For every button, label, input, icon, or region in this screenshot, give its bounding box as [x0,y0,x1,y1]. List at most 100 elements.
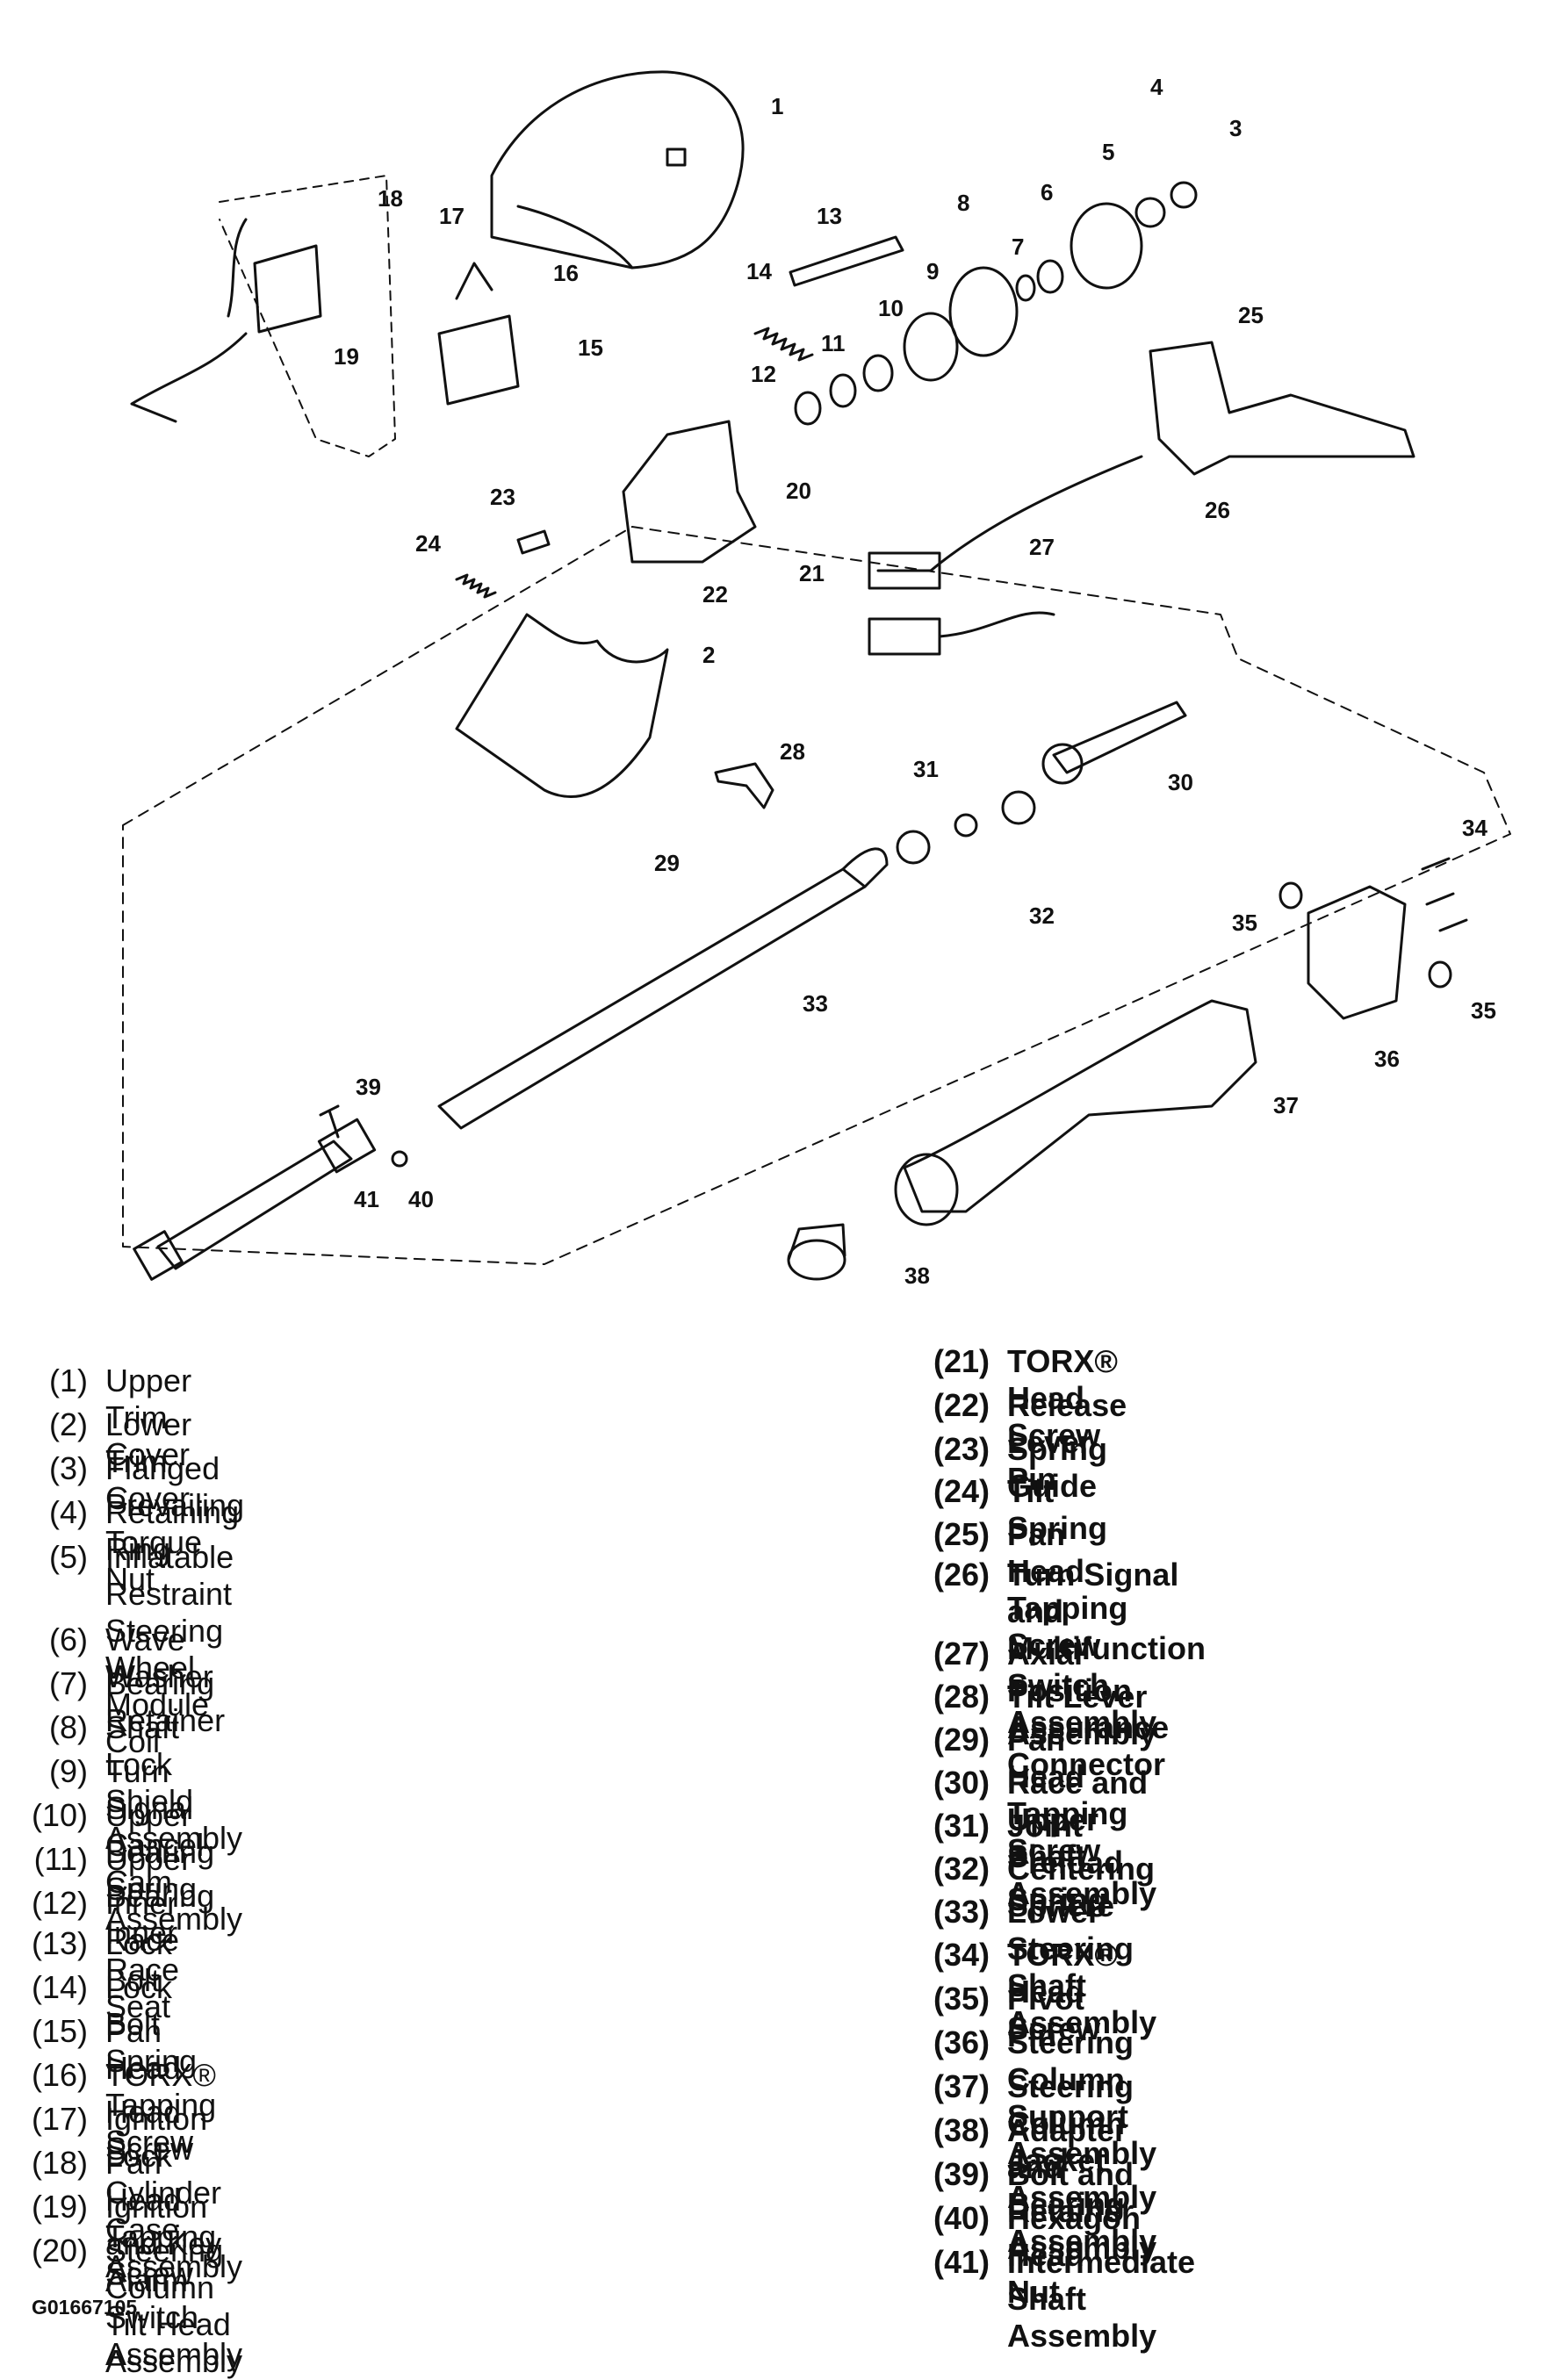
legend-item: (2)Lower Trim Cover [49,1406,192,1516]
legend-item: (36)Steering Column Support Assembly [933,2024,1157,2171]
part-hex-nut [391,1150,408,1168]
legend-item: (27)Axial Position Assurance Connector [933,1636,1170,1782]
callout-label: 33 [803,990,828,1017]
callout-label: 24 [415,530,441,557]
legend-item: (34)TORX® Head Screw [933,1937,1118,2046]
callout-label: 4 [1150,74,1163,100]
legend-item: (22)Release Lever Pin [933,1387,1127,1497]
legend-item: (28)Tilt Lever Assembly [933,1679,1157,1751]
part-cancel-cam [903,312,959,382]
legend-item: (19)Ignition and Key Alarm Switch Assemb… [31,2189,243,2372]
callout-labels: 1 2 3 4 5 6 7 8 9 10 11 12 13 14 15 16 1… [334,74,1496,1289]
legend-item: (39)Bolt and Retainer Assembly [933,2156,1157,2266]
callout-label: 7 [1012,234,1024,260]
part-adapter-bearing [787,1239,846,1281]
callout-label: 35 [1232,910,1257,936]
callout-label: 18 [378,185,403,212]
callout-label: 9 [926,258,939,284]
part-spring-guide [516,529,551,555]
legend-item: (20)Steering Column Tilt Head Assembly [31,2233,243,2379]
legend-item: (38)Adapter and Bearing Assembly [933,2112,1157,2259]
legend-item: (35)Pivot Pin [933,1981,1085,2053]
part-lock-bolt [789,235,904,287]
callout-label: 35 [1471,997,1496,1024]
legend-item: (40)Hexagon Head Nut [933,2200,1142,2310]
callout-label: 22 [702,581,728,608]
legend-item: (29)Pan Head Tapping Screw [933,1722,1128,1868]
figure-id: G01667105 [32,2296,138,2319]
part-tilt-lever [714,762,774,809]
legend-item: (25)Pan Head Tapping Screw [933,1516,1128,1663]
callout-label: 15 [578,334,603,361]
callout-label: 11 [821,330,846,356]
callout-label: 10 [878,295,904,321]
legend-item: (10)Upper Bearing Spring [31,1797,215,1907]
legend-item: (15)Pan Head Tapping Screw [31,2013,217,2160]
callout-label: 40 [408,1186,434,1212]
callout-label: 29 [654,850,680,876]
callout-label: 41 [354,1186,379,1212]
callout-label: 37 [1273,1092,1299,1118]
part-pivot-pin [1278,881,1303,910]
callout-label: 6 [1041,179,1053,205]
callout-label: 26 [1205,497,1230,523]
part-module-coil [1070,202,1143,290]
callout-label: 28 [780,738,805,765]
legend-item: (31)Joint Preload Spring [933,1808,1124,1917]
callout-label: 20 [786,478,811,504]
callout-label: 39 [356,1074,381,1100]
legend-item: (9)Turn Signal Cancel Cam Assembly [49,1753,243,1937]
legend-item: (32)Centering Sphere [933,1851,1156,1923]
part-inner-race-seat [829,373,857,408]
callout-label: 2 [702,642,715,668]
part-multifunction-switch [1149,341,1415,476]
callout-label: 31 [913,756,939,782]
legend-item: (5)Inflatable Restraint Steering Wheel M… [49,1539,234,1759]
callout-label: 19 [334,343,359,370]
part-inner-race [794,391,822,426]
legend-item: (18)Pan Head Tapping Screw [31,2145,217,2291]
legend-item: (37)Steering Column Jacket Assembly [933,2068,1157,2215]
part-lock-bolt-spring [753,327,814,362]
part-wave-washer [1036,259,1064,294]
part-tilt-head [622,420,757,564]
legend-item: (1)Upper Trim Cover [49,1363,192,1472]
part-flanged-nut [1170,181,1198,209]
legend-item: (7)Bearing Retainer [49,1665,226,1738]
callout-label: 16 [553,260,579,286]
callout-label: 1 [771,93,783,119]
part-centering-sphere [1001,790,1036,825]
legend-item: (13)Lock Bolt [31,1925,173,1998]
callout-label: 14 [746,258,772,284]
part-bearing-retainer [1015,274,1036,302]
callout-label: 38 [904,1262,930,1289]
legend-item: (17)Ignition Lock Cylinder Case Assembly [31,2101,243,2284]
part-upper-shaft [1052,701,1187,774]
legend-item: (24)Tilt Spring [933,1473,1107,1546]
part-upper-bearing-spring [862,354,894,392]
part-lock-cylinder-case [437,314,520,406]
legend-item: (26)Turn Signal and Multifunction Switch… [933,1557,1206,1740]
callout-label: 23 [490,484,515,510]
part-column-jacket [903,999,1257,1213]
callout-label: 36 [1374,1046,1400,1072]
part-tilt-spring [455,573,497,599]
callout-label: 27 [1029,534,1055,560]
callout-label: 12 [751,361,776,387]
callout-label: 5 [1102,139,1114,165]
legend-item: (4)Retaining Ring [49,1494,240,1567]
part-shaft-lock-shield [948,266,1019,357]
callout-label: 21 [799,560,825,586]
exploded-view-diagram: 1 2 3 4 5 6 7 8 9 10 11 12 13 14 15 16 1… [122,70,1511,1289]
callout-label: 3 [1229,115,1242,141]
legend-item: (30)Race and Upper Shaft Assembly [933,1765,1157,1911]
callout-label: 25 [1238,302,1264,328]
callout-label: 17 [439,203,465,229]
part-bolt-retainer [319,1104,340,1139]
callout-label: 32 [1029,902,1055,929]
legend-item: (41)Intermediate Shaft Assembly [933,2244,1196,2354]
legend-item: (8)Shaft Lock Shield Assembly [49,1709,243,1856]
legend-item: (33)Lower Steering Shaft Assembly [933,1894,1157,2040]
callout-label: 34 [1462,815,1487,841]
part-intermediate-shaft [156,1140,353,1270]
